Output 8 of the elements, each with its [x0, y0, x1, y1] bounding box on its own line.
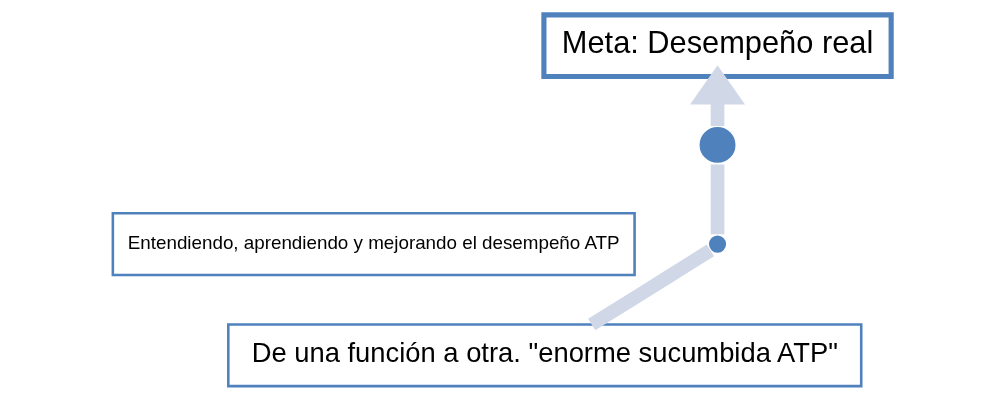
node-circle	[707, 233, 728, 255]
node-box: De una función a otra. "enorme sucumbida ATP"	[227, 323, 863, 388]
connector	[588, 244, 714, 331]
node-circle	[697, 125, 738, 165]
node-box: Meta: Desempeño real	[541, 12, 894, 80]
connector	[710, 164, 725, 235]
node-box: Entendiendo, aprendiendo y mejorando el desempeño ATP	[111, 212, 636, 277]
arrow	[690, 65, 746, 127]
